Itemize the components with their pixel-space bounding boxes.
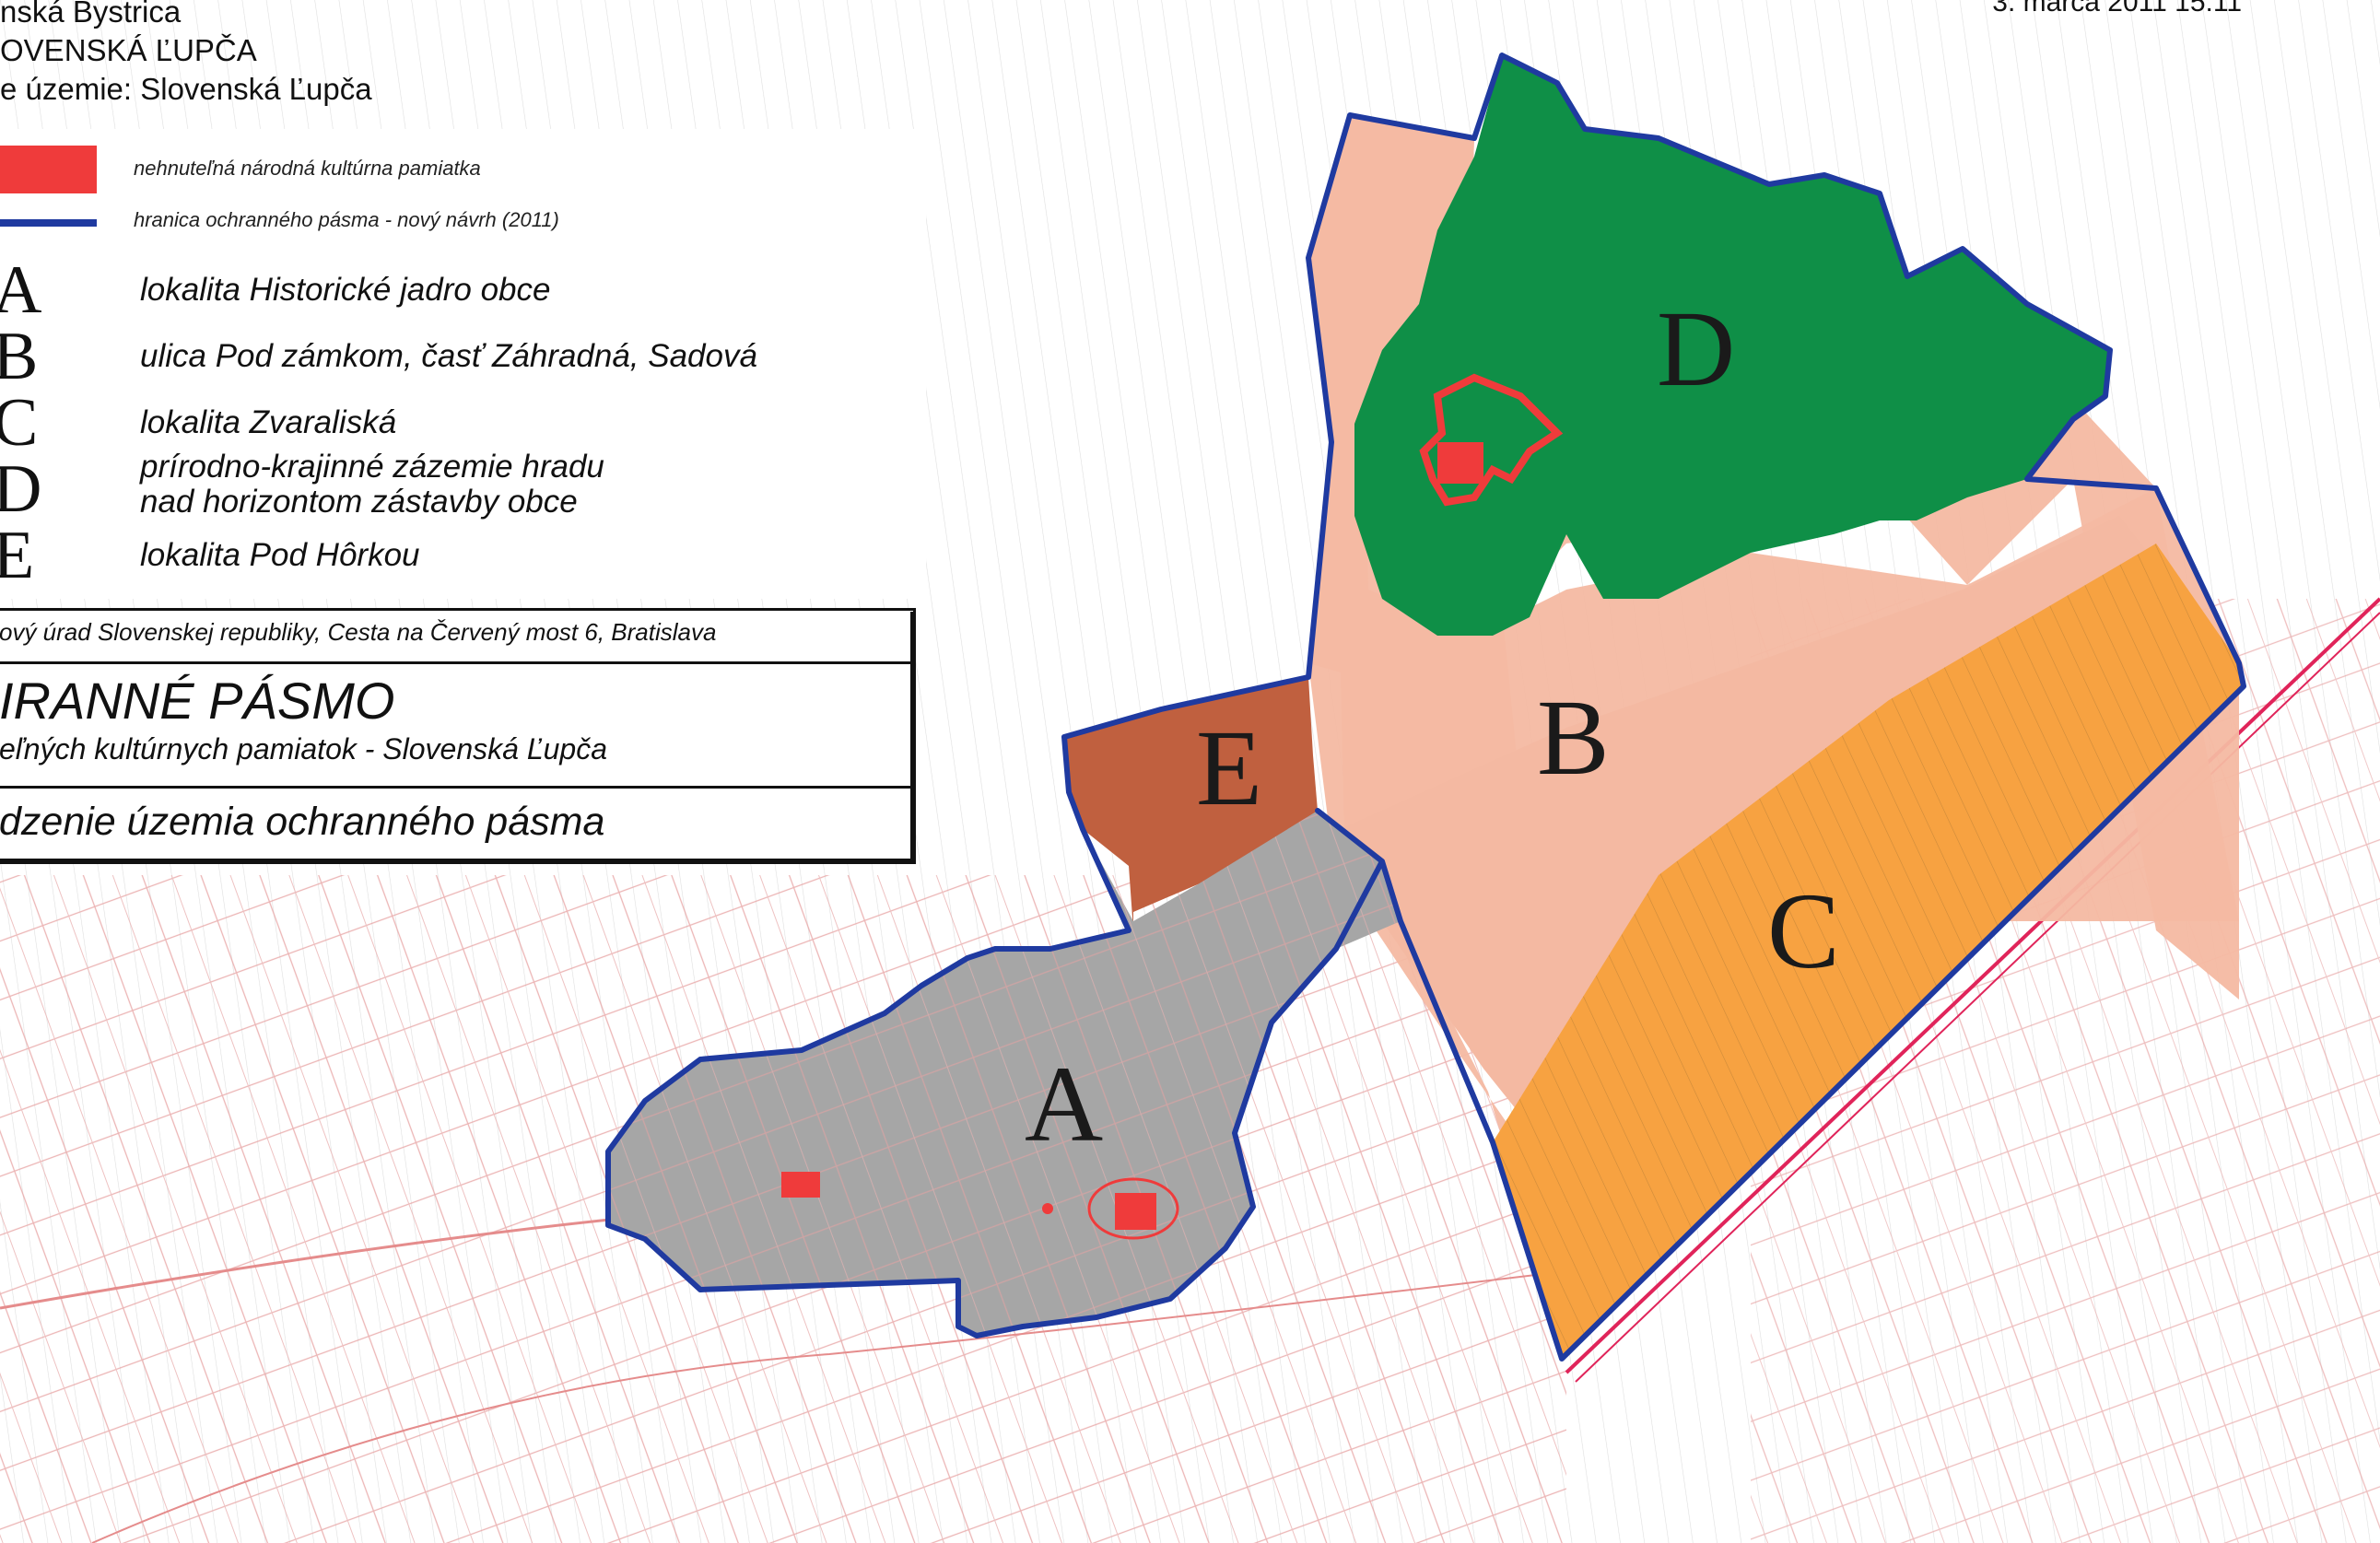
- protection-zone-boundary: [605, 53, 2246, 1362]
- print-date: 3. marca 2011 15:11: [1992, 0, 2242, 18]
- title-block-subtitle: eľných kultúrnych pamiatok - Slovenská Ľ…: [0, 732, 608, 766]
- zone-label-d: D: [1657, 288, 1735, 409]
- legend-key-e: E: [0, 518, 35, 593]
- map-legend: nehnuteľná národná kultúrna pamiatka hra…: [0, 129, 926, 599]
- header-municipality: OVENSKÁ ĽUPČA: [0, 33, 257, 67]
- monument-church: [1115, 1193, 1156, 1230]
- legend-text-d: prírodno-krajinné zázemie hradu: [140, 449, 604, 485]
- title-block-divider-2: [0, 786, 913, 789]
- title-block-description: dzenie územia ochranného pásma: [0, 800, 605, 844]
- zone-a-parcels: [608, 811, 1401, 1336]
- railway-line: [1565, 597, 2380, 1374]
- legend-text-b: ulica Pod zámkom, časť Záhradná, Sadová: [140, 338, 757, 374]
- title-block-shadow-right: [910, 612, 916, 864]
- title-block-title: IRANNÉ PÁSMO: [0, 672, 395, 730]
- church-wall: [1087, 1177, 1179, 1240]
- header-cadastral-area: e územie: Slovenská Ľupča: [0, 72, 372, 106]
- boundary-swatch: [0, 219, 97, 227]
- zone-label-b: B: [1537, 677, 1610, 798]
- monument-swatch-label: nehnuteľná národná kultúrna pamiatka: [134, 157, 481, 180]
- zone-e-area: [1064, 677, 1318, 930]
- zone-d-area: [1354, 55, 2110, 636]
- legend-text-c: lokalita Zvaraliská: [140, 404, 397, 440]
- legend-text-d-line2: nad horizontom zástavby obce: [140, 484, 578, 520]
- side-road: [91, 1270, 1567, 1543]
- zone-c-hatch: [1493, 544, 2244, 1359]
- legend-key-a: A: [0, 252, 42, 328]
- zone-label-e: E: [1196, 707, 1262, 828]
- header-region: nská Bystrica: [0, 0, 182, 29]
- legend-key-b: B: [0, 319, 39, 394]
- title-block-divider: [0, 661, 913, 664]
- monument-building-1: [781, 1172, 820, 1198]
- legend-key-d: D: [0, 451, 42, 527]
- castle-monument: [1419, 373, 1564, 507]
- castle-core: [1437, 442, 1483, 484]
- zone-label-a: A: [1025, 1044, 1103, 1164]
- legend-text-a: lokalita Historické jadro obce: [140, 272, 551, 308]
- monument-point: [1042, 1203, 1053, 1214]
- zone-label-c: C: [1767, 871, 1840, 991]
- legend-key-c: C: [0, 385, 39, 461]
- legend-text-e: lokalita Pod Hôrkou: [140, 537, 420, 573]
- railway-line-2: [1575, 612, 2380, 1383]
- title-block-organization: ový úrad Slovenskej republiky, Cesta na …: [0, 618, 717, 646]
- title-block: ový úrad Slovenskej republiky, Cesta na …: [0, 608, 916, 864]
- boundary-swatch-label: hranica ochranného pásma - nový návrh (2…: [134, 208, 559, 231]
- title-block-shadow: [0, 859, 916, 864]
- zone-b-south: [1341, 516, 2234, 1115]
- monument-swatch: [0, 146, 97, 193]
